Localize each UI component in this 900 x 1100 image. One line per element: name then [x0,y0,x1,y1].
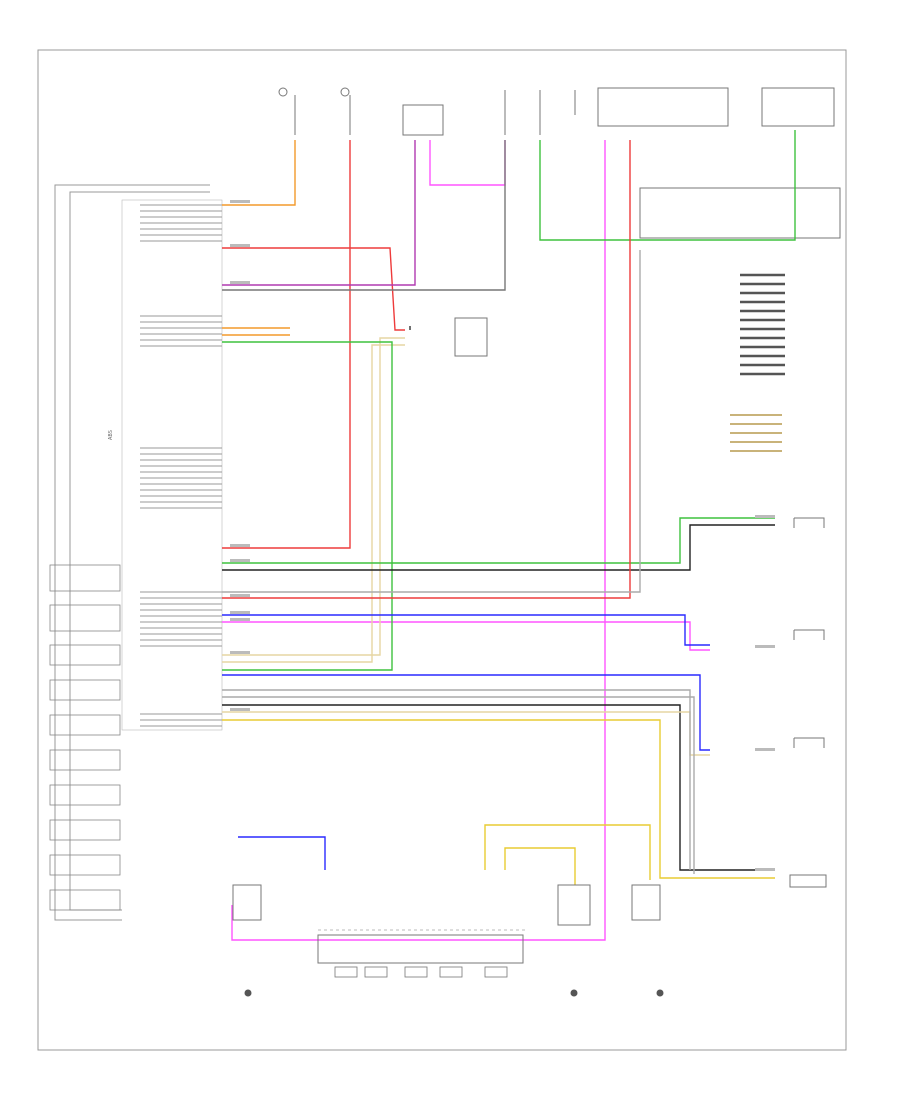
instrument-cluster-box [317,934,524,964]
top-relay-box [402,104,444,136]
top-fuse-2 [340,87,351,135]
bottom-left-switch-box [232,884,262,921]
yaw-rate-sensor-box [454,317,488,357]
left-sensor-boxes [49,564,121,911]
bottom-right-module-box [557,884,591,926]
right-splice-group [730,414,782,452]
diagram-frame [37,49,847,1051]
module-pin-stubs [140,204,222,727]
instrument-cluster-lamps [334,966,508,978]
abs-control-module: ABS [54,184,223,921]
right-connector-stack [740,273,785,376]
wiring-harness [222,130,796,941]
pin-label-fragments [230,200,775,871]
top-fuse-1 [278,87,296,135]
bottom-right-switch-box [631,884,661,921]
ground-icons [244,989,664,997]
wheel-speed-sensor-icons [789,517,827,888]
svg-text:ABS: ABS [108,430,114,440]
top-right-relay-cluster [597,87,841,239]
top-switch-group [504,90,576,135]
